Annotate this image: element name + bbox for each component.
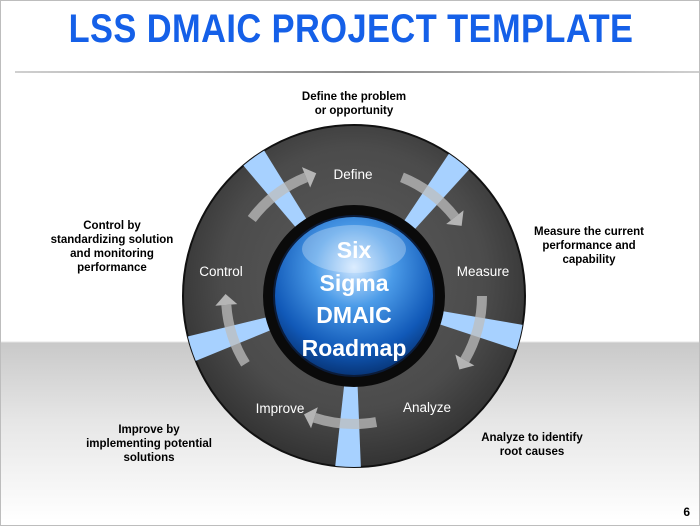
stage-measure: Measure (457, 264, 510, 279)
transition-arrow-shaft-5 (221, 304, 250, 367)
transition-arrow-head-5 (215, 293, 238, 306)
hub-line-2: Sigma (319, 270, 388, 296)
hub-highlight (302, 225, 406, 273)
divider-band-measure-analyze (429, 309, 525, 358)
transition-arrow-head-1 (301, 167, 317, 188)
analyze-description: Analyze to identify root causes (481, 432, 583, 458)
improve-description: Improve by implementing potential soluti… (86, 424, 212, 464)
stage-control: Control (199, 264, 243, 279)
transition-arrow-shaft-1 (247, 172, 309, 223)
slide-title: LSS DMAIC PROJECT TEMPLATE (68, 7, 634, 51)
hub-sphere (273, 215, 435, 377)
hub-line-3: DMAIC (316, 302, 391, 328)
page-number: 6 (683, 505, 690, 519)
transition-arrow-head-4 (303, 407, 318, 429)
stage-define: Define (333, 167, 372, 182)
hub-line-4: Roadmap (302, 335, 407, 361)
define-description: Define the problem or opportunity (301, 91, 407, 117)
measure-description: Measure the current performance and capa… (534, 226, 644, 266)
control-description: Control by standardizing solution and mo… (50, 220, 174, 274)
hub-line-1: Six (337, 237, 372, 263)
transition-arrows (215, 167, 487, 429)
title-divider (15, 71, 699, 73)
transition-arrow-head-3 (455, 354, 475, 370)
transition-arrow-shaft-3 (460, 295, 487, 363)
transition-arrow-head-2 (446, 210, 464, 226)
transition-arrow-shaft-4 (312, 412, 378, 429)
divider-band-analyze-improve (332, 375, 362, 467)
stage-analyze: Analyze (403, 400, 451, 415)
transition-arrow-shaft-2 (399, 172, 459, 221)
stage-improve: Improve (256, 401, 305, 416)
